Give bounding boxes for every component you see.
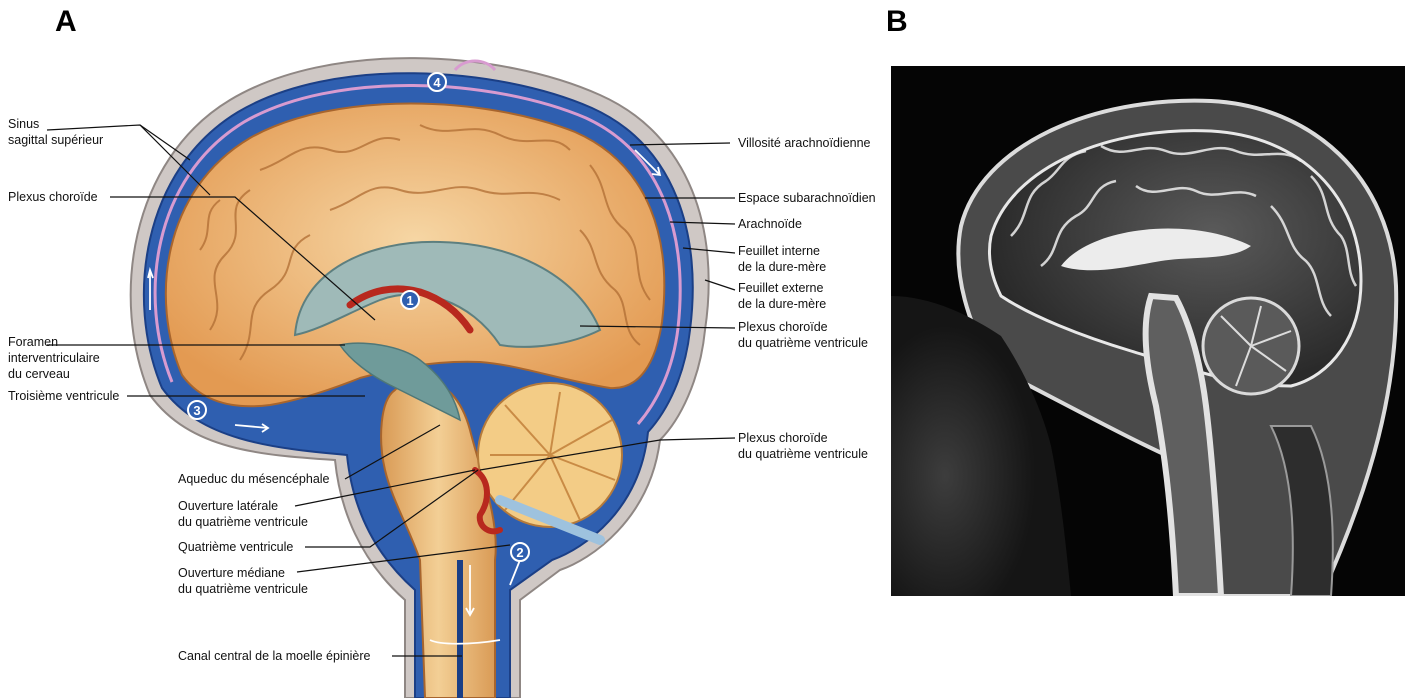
marker-3: 3	[193, 403, 200, 418]
mri-drawing	[891, 66, 1405, 596]
label-aqueduc: Aqueduc du mésencéphale	[178, 471, 330, 487]
mri-sagittal-image	[891, 66, 1405, 596]
marker-1: 1	[406, 293, 413, 308]
label-plexus-4v-upper: Plexus choroïde du quatrième ventricule	[738, 319, 868, 351]
label-arachnoide: Arachnoïde	[738, 216, 802, 232]
label-quatrieme-ventricule: Quatrième ventricule	[178, 539, 293, 555]
label-ouverture-laterale: Ouverture latérale du quatrième ventricu…	[178, 498, 308, 530]
label-foramen: Foramen interventriculaire du cerveau	[8, 334, 100, 382]
label-villosite: Villosité arachnoïdienne	[738, 135, 871, 151]
marker-2: 2	[516, 545, 523, 560]
marker-4: 4	[433, 75, 441, 90]
label-plexus-choroide: Plexus choroïde	[8, 189, 98, 205]
label-feuillet-externe: Feuillet externe de la dure-mère	[738, 280, 826, 312]
label-troisieme-ventricule: Troisième ventricule	[8, 388, 119, 404]
label-espace-subarachnoidien: Espace subarachnoïdien	[738, 190, 876, 206]
label-ouverture-mediane: Ouverture médiane du quatrième ventricul…	[178, 565, 308, 597]
label-sinus-sagittal: Sinus sagittal supérieur	[8, 116, 103, 148]
label-feuillet-interne: Feuillet interne de la dure-mère	[738, 243, 826, 275]
label-canal-central: Canal central de la moelle épinière	[178, 648, 370, 664]
label-plexus-4v-lower: Plexus choroïde du quatrième ventricule	[738, 430, 868, 462]
